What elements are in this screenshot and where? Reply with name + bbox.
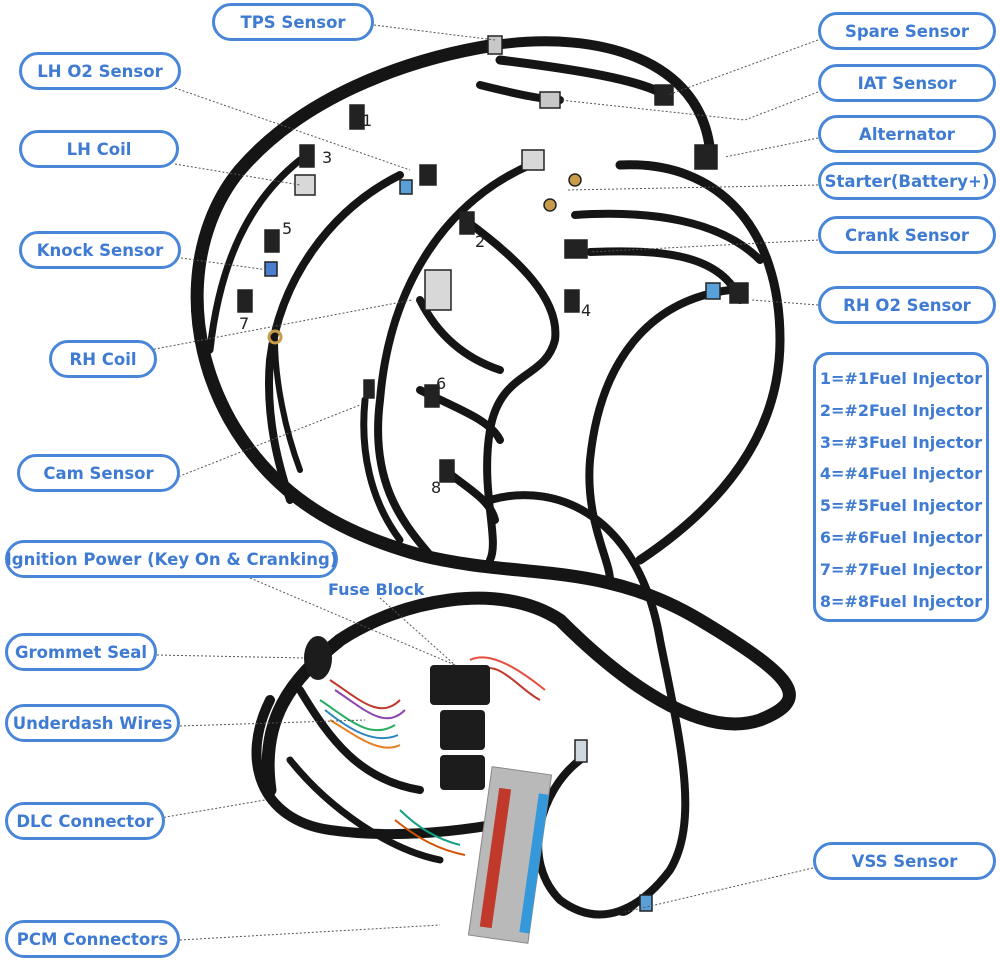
pcm-connectors	[467, 766, 553, 944]
injector-number-2: 2	[475, 232, 486, 251]
label-grommet-seal: Grommet Seal	[5, 633, 157, 671]
fuse-block	[430, 665, 490, 790]
injector-number-6: 6	[436, 374, 447, 393]
legend-item: 5=#5Fuel Injector	[819, 496, 983, 516]
injector-number-5: 5	[282, 219, 293, 238]
label-dlc-connector: DLC Connector	[5, 802, 165, 840]
label-lh-o2-sensor: LH O2 Sensor	[19, 52, 181, 90]
injector-number-3: 3	[322, 148, 333, 167]
legend-item: 8=#8Fuel Injector	[819, 591, 983, 611]
label-pcm-connectors: PCM Connectors	[5, 920, 180, 958]
label-alternator: Alternator	[818, 115, 996, 153]
label-ignition-power: Ignition Power (Key On & Cranking)	[5, 540, 338, 578]
label-starter-battery: Starter(Battery+)	[818, 162, 996, 200]
label-knock-sensor: Knock Sensor	[19, 231, 181, 269]
connectors	[237, 35, 749, 912]
label-rh-coil: RH Coil	[49, 340, 157, 378]
leader-lines	[149, 24, 819, 941]
label-cam-sensor: Cam Sensor	[17, 454, 180, 492]
injector-number-4: 4	[581, 301, 592, 320]
fuel-injector-legend: 1=#1Fuel Injector 2=#2Fuel Injector 3=#3…	[813, 352, 989, 622]
underdash-wire-bundle	[319, 656, 546, 856]
label-tps-sensor: TPS Sensor	[212, 3, 374, 41]
label-crank-sensor: Crank Sensor	[818, 216, 996, 254]
injector-number-8: 8	[431, 478, 442, 497]
injector-number-1: 1	[362, 111, 373, 130]
label-fuse-block: Fuse Block	[328, 580, 425, 599]
legend-item: 7=#7Fuel Injector	[819, 559, 983, 579]
label-spare-sensor: Spare Sensor	[818, 12, 996, 50]
legend-item: 3=#3Fuel Injector	[819, 432, 983, 452]
injector-number-7: 7	[239, 314, 250, 333]
legend-item: 2=#2Fuel Injector	[819, 400, 983, 420]
label-vss-sensor: VSS Sensor	[813, 842, 996, 880]
legend-item: 1=#1Fuel Injector	[819, 369, 983, 388]
legend-item: 4=#4Fuel Injector	[819, 464, 983, 484]
label-iat-sensor: IAT Sensor	[818, 64, 996, 102]
label-underdash-wires: Underdash Wires	[5, 704, 180, 742]
legend-item: 6=#6Fuel Injector	[819, 527, 983, 547]
label-rh-o2-sensor: RH O2 Sensor	[818, 286, 996, 324]
grommet-seal	[304, 636, 332, 680]
label-lh-coil: LH Coil	[19, 130, 179, 168]
